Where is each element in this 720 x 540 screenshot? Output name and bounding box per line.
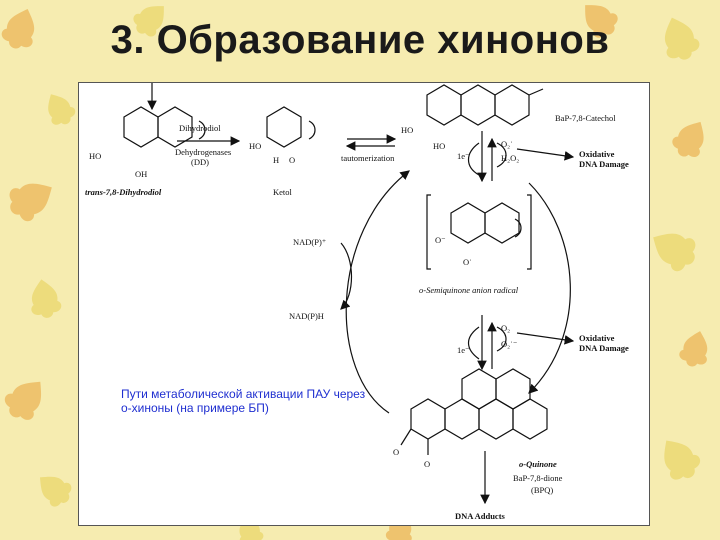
bpq-line1: BaP-7,8-dione bbox=[513, 473, 563, 483]
semiquinone-o2-label: O₂ bbox=[501, 323, 510, 333]
semiquinone-name: o-Semiquinone anion radical bbox=[419, 285, 519, 295]
bpq-line2: (BPQ) bbox=[531, 485, 553, 495]
dihydrodiol-ho-label: HO bbox=[89, 151, 101, 161]
caption-line-1: Пути метаболической активации ПАУ через bbox=[121, 387, 366, 401]
catechol-ring-3 bbox=[494, 84, 530, 126]
dihydrodiol-ring-2 bbox=[157, 106, 193, 148]
oxidative-arrow-bottom bbox=[516, 332, 575, 345]
ketol-o-label: O bbox=[289, 155, 295, 165]
catechol-name: BaP-7,8-Catechol bbox=[555, 113, 616, 123]
dihydrodiol-name: trans-7,8-Dihydrodiol bbox=[85, 187, 162, 197]
slide-title: 3. Образование хинонов bbox=[110, 18, 610, 62]
reaction-diagram-panel: HO OH trans-7,8-Dihydrodiol Dihydrodiol … bbox=[78, 82, 650, 526]
quinone-o-label-1: O bbox=[393, 447, 399, 457]
catechol-ho-label-1: HO bbox=[401, 125, 413, 135]
quinone-ring-3 bbox=[461, 368, 497, 410]
oxidative-bottom-line1: Oxidative bbox=[579, 333, 615, 343]
catechol-to-quinone-curve bbox=[528, 182, 571, 394]
ketol-ring-1 bbox=[266, 106, 302, 148]
left-bracket bbox=[426, 194, 431, 270]
semiquinone-o2minus-label: O₂˙⁻ bbox=[501, 339, 518, 349]
quinone-o-label-2: O bbox=[424, 459, 430, 469]
enzyme-label-line2: Dehydrogenases bbox=[175, 147, 231, 157]
semiquinone-ring-2 bbox=[484, 202, 520, 244]
caption-line-2: о-хиноны (на примере БП) bbox=[121, 401, 269, 415]
quinone-name: o-Quinone bbox=[519, 459, 557, 469]
semiquinone-1e-label: 1e⁻ bbox=[457, 345, 470, 355]
right-bracket bbox=[527, 194, 532, 270]
quinone-ring-4 bbox=[478, 398, 514, 440]
enzyme-label-line1: Dihydrodiol bbox=[179, 123, 221, 133]
quinone-redox-cycle-curve bbox=[345, 170, 410, 414]
dihydrodiol-ring-1 bbox=[123, 106, 159, 148]
reaction-scheme: HO OH trans-7,8-Dihydrodiol Dihydrodiol … bbox=[85, 83, 629, 521]
ketol-name: Ketol bbox=[273, 187, 293, 197]
nadph-label: NAD(P)H bbox=[289, 311, 324, 321]
catechol-h2o2-label: H₂O₂ bbox=[501, 153, 519, 163]
quinone-ring-1 bbox=[410, 398, 446, 440]
caption-note: Пути метаболической активации ПАУ через … bbox=[121, 387, 391, 415]
catechol-ho-label-2: HO bbox=[433, 141, 445, 151]
quinone-ring-6 bbox=[512, 398, 548, 440]
catechol-ring-1 bbox=[426, 84, 462, 126]
nadp-label: NAD(P)⁺ bbox=[293, 237, 327, 247]
ketol-h-label: H bbox=[273, 155, 279, 165]
oxidative-top-line2: DNA Damage bbox=[579, 159, 629, 169]
dihydrodiol-oh-label: OH bbox=[135, 169, 147, 179]
enzyme-label-line3: (DD) bbox=[191, 157, 209, 167]
semiquinone-o-minus: O⁻ bbox=[435, 235, 446, 245]
dna-adducts-label: DNA Adducts bbox=[455, 511, 506, 521]
semiquinone-o-dot: O˙ bbox=[463, 257, 472, 267]
catechol-ring-2 bbox=[460, 84, 496, 126]
catechol-1e-label: 1e⁻ bbox=[457, 151, 470, 161]
oxidative-top-line1: Oxidative bbox=[579, 149, 615, 159]
oxidative-arrow-top bbox=[516, 148, 575, 161]
semiquinone-ring-1 bbox=[450, 202, 486, 244]
tautomerization-label: tautomerization bbox=[341, 153, 395, 163]
quinone-ring-2 bbox=[444, 398, 480, 440]
oxidative-bottom-line2: DNA Damage bbox=[579, 343, 629, 353]
quinone-ring-5 bbox=[495, 368, 531, 410]
ketol-ho-label: HO bbox=[249, 141, 261, 151]
nadp-curve bbox=[340, 242, 352, 310]
catechol-o2-label: O₂˙ bbox=[501, 139, 513, 149]
